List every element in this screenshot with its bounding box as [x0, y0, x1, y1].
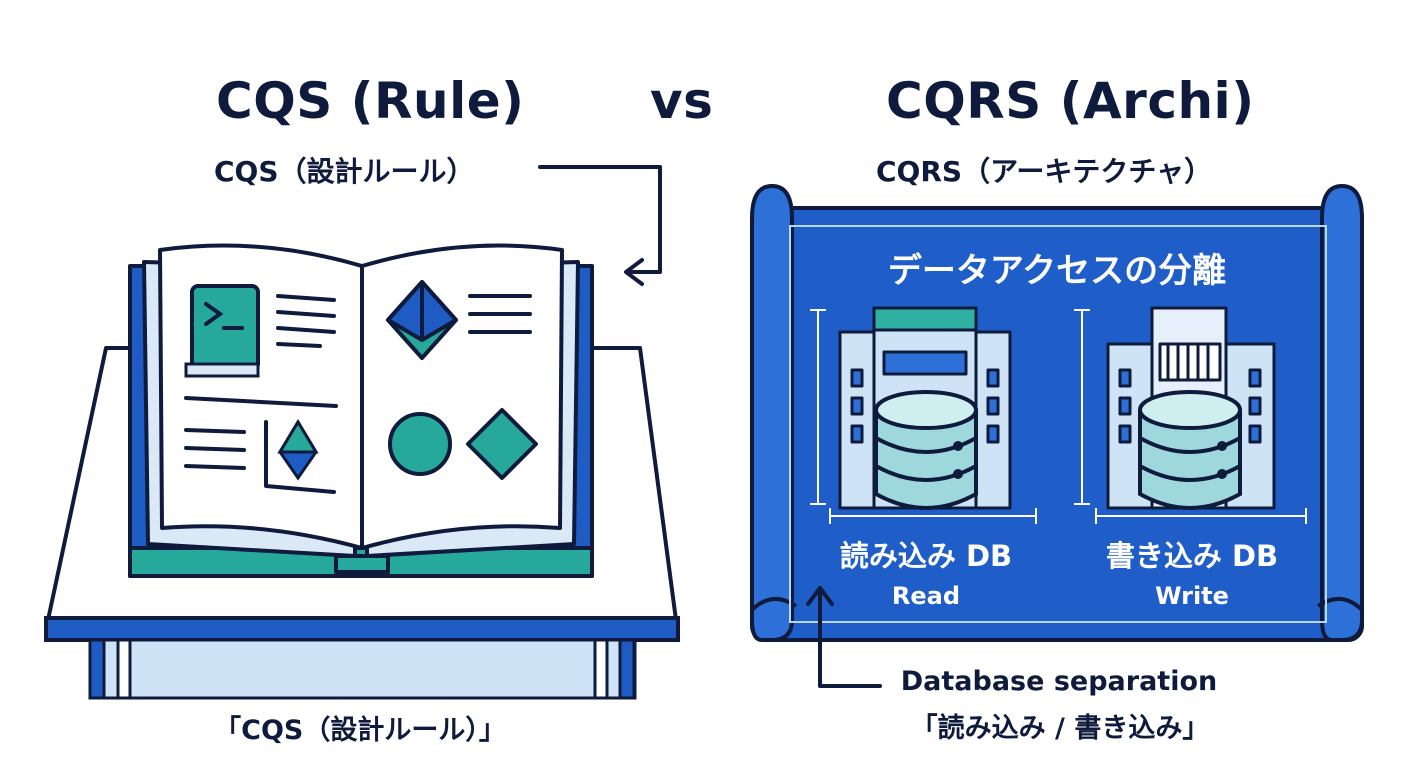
diamond-shape-icon: [466, 408, 538, 480]
chart-gem-icon: [264, 419, 336, 494]
read-db-sub: Read: [892, 582, 960, 610]
vs-label: vs: [650, 72, 714, 130]
write-db-sub: Write: [1155, 582, 1229, 610]
dimension-lines: [810, 309, 1307, 524]
cqrs-title: CQRS (Archi): [886, 72, 1255, 130]
open-book-icon: [128, 243, 594, 578]
cqrs-subtitle: CQRS（アーキテクチャ）: [876, 155, 1213, 188]
blueprint-frame: [789, 225, 1327, 623]
read-db-label: 読み込み DB: [840, 539, 1012, 573]
cqs-subtitle: CQS（設計ルール）: [214, 155, 475, 188]
terminal-icon: [184, 284, 260, 378]
cqs-title: CQS (Rule): [216, 72, 525, 130]
write-db-label: 書き込み DB: [1106, 539, 1278, 573]
text-lines-right: [468, 294, 532, 334]
database-icon-read: [874, 390, 978, 510]
cqs-caption: 「CQS（設計ルール）」: [214, 715, 506, 746]
separation-arrow: [806, 586, 882, 688]
blueprint-title: データアクセスの分離: [888, 251, 1226, 291]
gem-icon: [386, 280, 458, 360]
database-icon-write: [1138, 390, 1242, 510]
text-lines: [184, 294, 338, 470]
circle-shape-icon: [388, 412, 452, 476]
database-separation-caption: Database separation: [900, 666, 1218, 697]
connector-arrow: [538, 165, 662, 286]
read-write-caption: 「読み込み / 書き込み」: [910, 713, 1210, 744]
